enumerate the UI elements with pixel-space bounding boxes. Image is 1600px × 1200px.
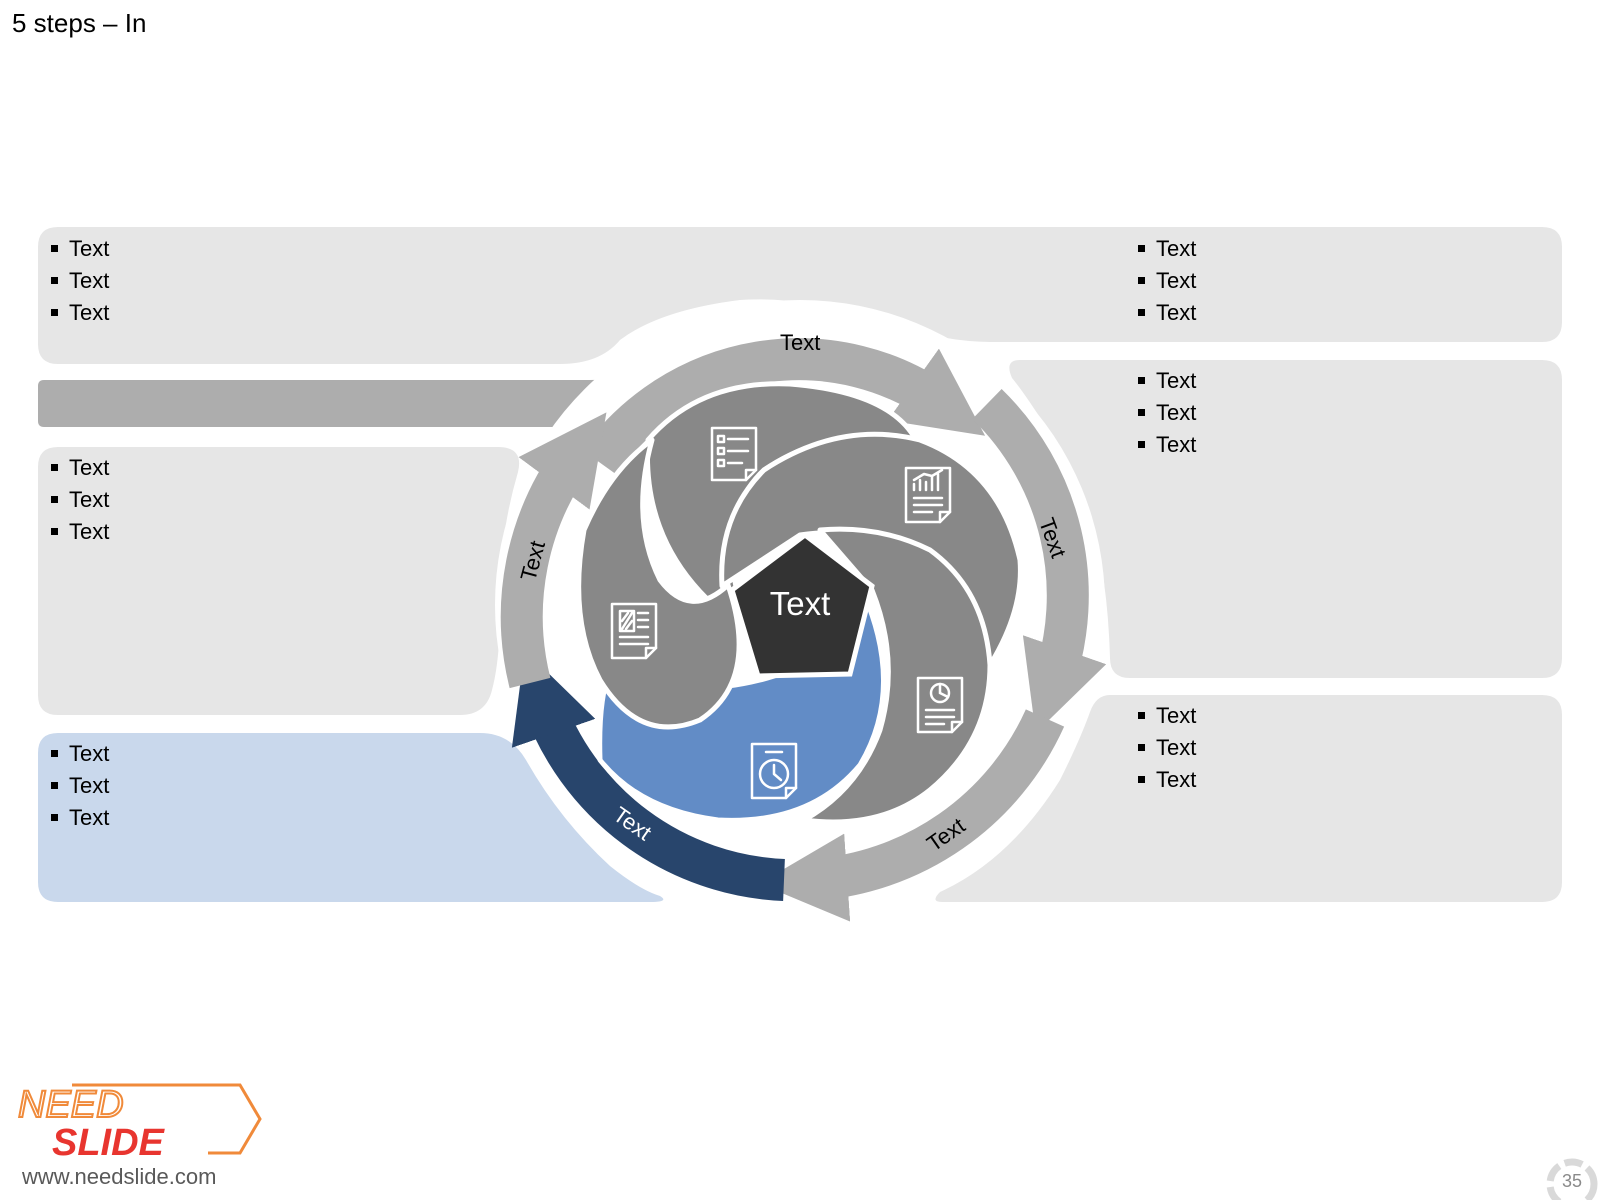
panel-bottom-left-list: Text Text Text: [51, 738, 109, 834]
list-item: Text: [1138, 297, 1196, 329]
panel-bottom-right: [935, 695, 1562, 902]
list-item: Text: [1138, 429, 1196, 461]
logo-frame: [72, 1083, 262, 1155]
petal-bottom-right: [801, 526, 993, 825]
checklist-document-icon: [710, 426, 758, 482]
panel-top-right-list: Text Text Text: [1138, 233, 1196, 329]
list-item: Text: [1138, 700, 1196, 732]
clock-document-icon: [750, 742, 798, 800]
footer-url: www.needslide.com: [22, 1164, 217, 1189]
panel-top-left-list: Text Text Text: [51, 233, 109, 329]
center-label: Text: [769, 585, 831, 622]
petal-bottom-blue: [597, 591, 886, 823]
pie-chart-document-icon: [916, 676, 964, 734]
ring-arrow-top: [581, 338, 986, 475]
svg-text:SLIDE: SLIDE: [52, 1122, 166, 1163]
list-item: Text: [51, 452, 109, 484]
cycle-watermark-icon: [1546, 1158, 1598, 1200]
panel-middle-right-list: Text Text Text: [1138, 365, 1196, 461]
list-item: Text: [1138, 397, 1196, 429]
list-item: Text: [51, 265, 109, 297]
page-number: 35: [1561, 1171, 1583, 1191]
list-item: Text: [51, 233, 109, 265]
list-item: Text: [51, 738, 109, 770]
panel-middle-left-list: Text Text Text: [51, 452, 109, 548]
list-item: Text: [51, 484, 109, 516]
panel-bottom-left: [38, 733, 664, 902]
list-item: Text: [51, 297, 109, 329]
report-document-icon: [610, 602, 658, 660]
list-item: Text: [51, 516, 109, 548]
petal-left: [576, 437, 742, 730]
ring-arrow-bottom-right: [759, 709, 1065, 922]
list-item: Text: [1138, 365, 1196, 397]
list-item: Text: [51, 802, 109, 834]
ring-label-top: Text: [780, 330, 821, 355]
panel-middle-right: [1009, 360, 1562, 678]
list-item: Text: [1138, 732, 1196, 764]
list-item: Text: [1138, 265, 1196, 297]
list-item: Text: [1138, 764, 1196, 796]
panel-middle-left: [38, 447, 520, 715]
center-pentagon: [729, 531, 875, 679]
ring-arrow-bottom-left: [511, 650, 786, 901]
panel-top: [38, 227, 1562, 364]
needslide-logo: NEED SLIDE: [17, 1083, 262, 1163]
ring-arrow-right: [972, 388, 1107, 733]
list-item: Text: [1138, 233, 1196, 265]
svg-text:NEED: NEED: [18, 1084, 124, 1126]
chart-document-icon: [904, 466, 952, 524]
panel-bottom-right-list: Text Text Text: [1138, 700, 1196, 796]
list-item: Text: [51, 770, 109, 802]
slide-title: 5 steps – In: [12, 8, 147, 38]
ring-arrow-left: [500, 412, 607, 689]
